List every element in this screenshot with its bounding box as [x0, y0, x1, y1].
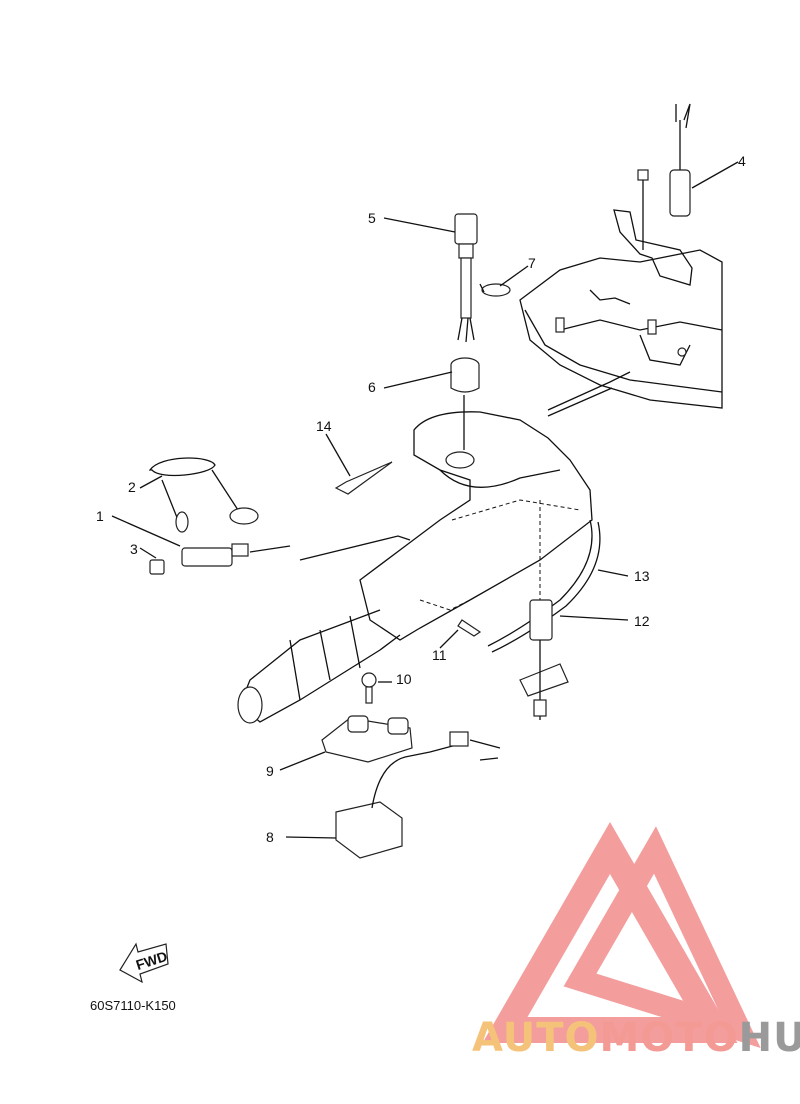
part-9-bracket [321, 715, 413, 763]
part-14-tie [334, 461, 393, 495]
part-12-clamp [519, 599, 569, 720]
tiller-handle-part [237, 411, 593, 724]
throttle-cable-part [249, 371, 631, 561]
reference-code: 60S7110-K150 [90, 998, 176, 1013]
callout-6: 6 [368, 379, 376, 395]
watermark-brand: AUTOMOTOHUB [472, 1018, 800, 1058]
callout-1: 1 [96, 508, 104, 524]
bottom-cowling-part [519, 249, 723, 409]
callout-7: 7 [528, 255, 536, 271]
callout-10: 10 [396, 671, 412, 687]
callout-11: 11 [432, 647, 447, 663]
part-7-clip [479, 283, 511, 297]
callout-14: 14 [316, 418, 332, 434]
leader-lines [111, 161, 739, 839]
part-11-screw [457, 619, 482, 637]
watermark-part-1: AUTO [472, 1015, 600, 1061]
callout-3: 3 [130, 541, 138, 557]
part-10-bolt [361, 672, 377, 704]
callout-5: 5 [368, 210, 376, 226]
part-3-cap [149, 559, 165, 575]
part-13-harness [487, 519, 601, 653]
part-1-stop-switch-lanyard [148, 457, 259, 567]
part-6-sleeve [450, 357, 480, 450]
fwd-arrow-icon: FWD [119, 942, 169, 984]
callout-13: 13 [634, 568, 650, 584]
part-8-cdi-unit [335, 731, 501, 859]
part-4-switch [613, 103, 693, 286]
part-5-stop-switch [454, 213, 478, 343]
callout-9: 9 [266, 763, 274, 779]
watermark-part-2: MOTO [599, 1015, 739, 1061]
callout-12: 12 [634, 613, 650, 629]
callout-2: 2 [128, 479, 136, 495]
watermark-part-3: HUB [738, 1015, 800, 1061]
callout-4: 4 [738, 153, 746, 169]
callout-8: 8 [266, 829, 274, 845]
watermark-logo-icon [482, 821, 761, 1048]
